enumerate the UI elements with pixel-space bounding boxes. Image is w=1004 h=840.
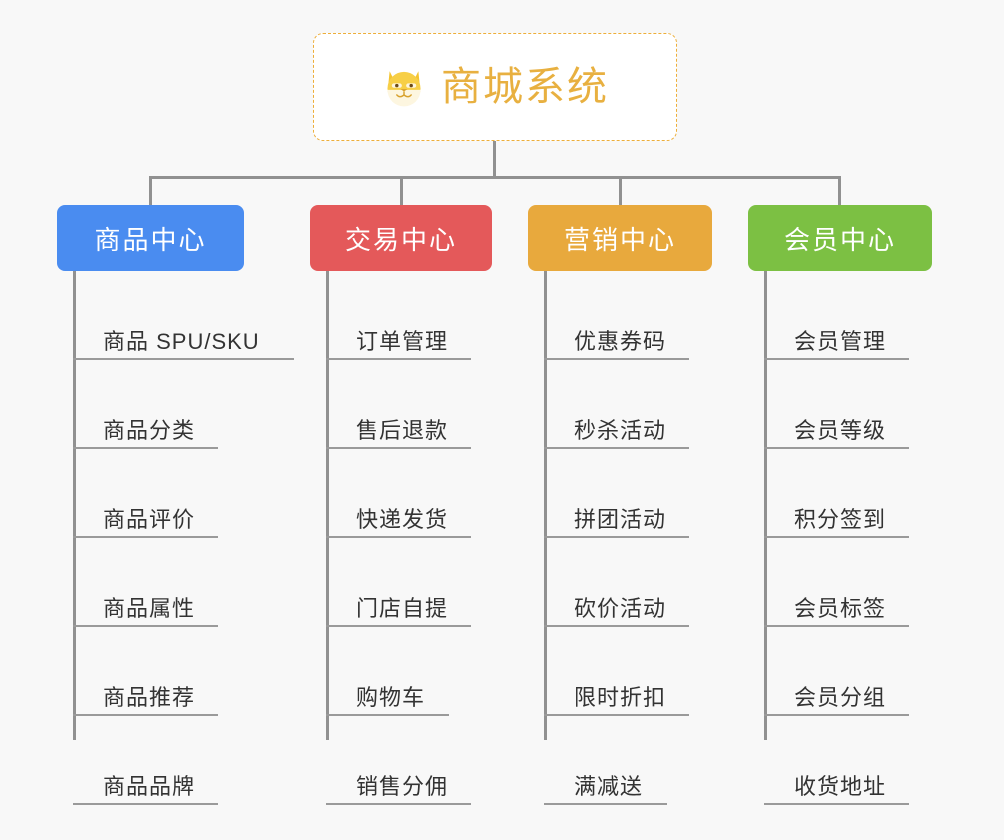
column-trunk-line — [544, 271, 547, 740]
leaf-item[interactable]: 会员管理 — [764, 271, 909, 360]
leaf-item-label: 限时折扣 — [574, 684, 667, 710]
connector-drop-4 — [838, 176, 841, 205]
leaf-item[interactable]: 商品属性 — [73, 538, 218, 627]
leaf-item-label: 优惠券码 — [574, 328, 667, 354]
leaf-item-label: 商品品牌 — [103, 773, 196, 799]
leaf-item[interactable]: 订单管理 — [326, 271, 471, 360]
leaf-item-label: 会员管理 — [794, 328, 887, 354]
leaf-item-label: 会员标签 — [794, 595, 887, 621]
leaf-item-label: 销售分佣 — [356, 773, 449, 799]
leaf-item[interactable]: 会员分组 — [764, 627, 909, 716]
leaf-item[interactable]: 售后退款 — [326, 360, 471, 449]
leaf-item-label: 商品评价 — [103, 506, 196, 532]
column-trunk-line — [73, 271, 76, 740]
leaf-item[interactable]: 积分签到 — [764, 449, 909, 538]
leaf-item-label: 砍价活动 — [574, 595, 667, 621]
leaf-item[interactable]: 商品评价 — [73, 449, 218, 538]
connector-drop-1 — [149, 176, 152, 205]
column-trunk-line — [764, 271, 767, 740]
leaf-item-label: 门店自提 — [356, 595, 449, 621]
leaf-item-label: 快递发货 — [356, 506, 449, 532]
leaf-item-label: 会员等级 — [794, 417, 887, 443]
root-title: 商城系统 — [441, 65, 609, 109]
connector-drop-3 — [619, 176, 622, 205]
leaf-item-label: 满减送 — [574, 773, 644, 799]
category-header-label: 商品中心 — [94, 224, 207, 255]
leaf-item[interactable]: 商品分类 — [73, 360, 218, 449]
leaf-item[interactable]: 满减送 — [544, 716, 667, 805]
leaf-item-label: 商品 SPU/SKU — [103, 328, 260, 354]
leaf-item-label: 订单管理 — [356, 328, 449, 354]
leaf-item[interactable]: 快递发货 — [326, 449, 471, 538]
leaf-item[interactable]: 秒杀活动 — [544, 360, 689, 449]
leaf-item[interactable]: 商品 SPU/SKU — [73, 271, 294, 360]
category-header-product-center[interactable]: 商品中心 — [57, 205, 244, 271]
leaf-item-label: 秒杀活动 — [574, 417, 667, 443]
category-header-label: 营销中心 — [563, 224, 676, 255]
leaf-item-label: 拼团活动 — [574, 506, 667, 532]
leaf-item[interactable]: 商品推荐 — [73, 627, 218, 716]
category-header-label: 会员中心 — [783, 224, 896, 255]
leaf-item-label: 会员分组 — [794, 684, 887, 710]
leaf-item[interactable]: 会员等级 — [764, 360, 909, 449]
shiba-dog-face-icon — [381, 64, 427, 110]
connector-root-stem — [493, 141, 496, 178]
leaf-item[interactable]: 会员标签 — [764, 538, 909, 627]
leaf-item-label: 购物车 — [356, 684, 426, 710]
leaf-item-label: 积分签到 — [794, 506, 887, 532]
column-trunk-line — [326, 271, 329, 740]
category-header-member-center[interactable]: 会员中心 — [748, 205, 932, 271]
connector-horizontal-bus — [149, 176, 841, 179]
leaf-item[interactable]: 商品品牌 — [73, 716, 218, 805]
leaf-item-label: 收货地址 — [794, 773, 887, 799]
leaf-item[interactable]: 销售分佣 — [326, 716, 471, 805]
leaf-item-label: 商品推荐 — [103, 684, 196, 710]
leaf-item-label: 商品属性 — [103, 595, 196, 621]
leaf-item-label: 售后退款 — [356, 417, 449, 443]
leaf-item-label: 商品分类 — [103, 417, 196, 443]
leaf-item[interactable]: 购物车 — [326, 627, 449, 716]
category-header-trade-center[interactable]: 交易中心 — [310, 205, 492, 271]
leaf-item[interactable]: 门店自提 — [326, 538, 471, 627]
root-node-mall-system[interactable]: 商城系统 — [313, 33, 677, 141]
category-header-marketing-center[interactable]: 营销中心 — [528, 205, 712, 271]
leaf-item[interactable]: 限时折扣 — [544, 627, 689, 716]
leaf-item[interactable]: 拼团活动 — [544, 449, 689, 538]
connector-drop-2 — [400, 176, 403, 205]
leaf-item[interactable]: 收货地址 — [764, 716, 909, 805]
category-header-label: 交易中心 — [344, 224, 457, 255]
leaf-item[interactable]: 优惠券码 — [544, 271, 689, 360]
leaf-item[interactable]: 砍价活动 — [544, 538, 689, 627]
